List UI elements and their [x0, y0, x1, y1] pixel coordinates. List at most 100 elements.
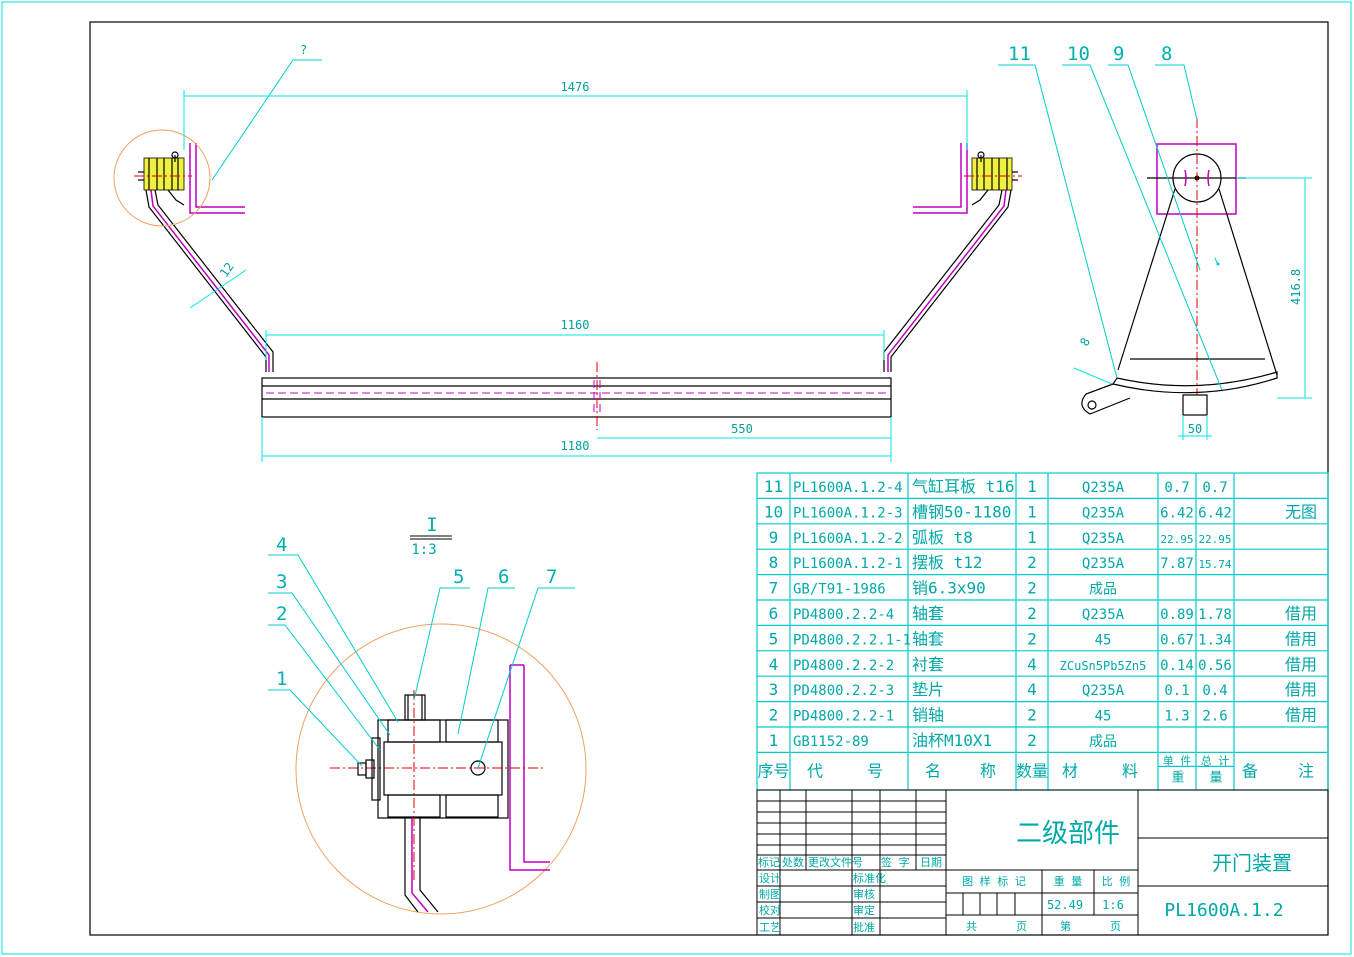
bom-row-name: 销轴	[912, 706, 944, 725]
bom-row-total-weight: 22.95	[1198, 533, 1231, 546]
bom-row-material: Q235A	[1082, 505, 1125, 521]
bom-row-no: 10	[764, 502, 783, 521]
bom-row-note: 无图	[1285, 502, 1317, 521]
callout-6-leader	[457, 587, 515, 735]
rev-label-date: 日期	[920, 856, 942, 869]
dim-bottom-width: 1180	[561, 439, 590, 453]
bom-row-unit-weight: 1.3	[1164, 709, 1189, 725]
bom-row-qty: 4	[1027, 655, 1037, 674]
dim-top-width: 1476	[561, 80, 590, 94]
dim-side-height: 416.8	[1289, 269, 1303, 305]
callout-9-leader	[1108, 64, 1201, 271]
callout-3-leader	[268, 592, 391, 736]
label-draw: 制图	[759, 888, 781, 901]
bom-row-no: 5	[769, 629, 779, 648]
bom-row-note: 借用	[1285, 629, 1317, 648]
bom-row-material: ZCuSn5Pb5Zn5	[1060, 659, 1147, 673]
left-pin-assembly	[134, 151, 192, 206]
detail-callout-6: 6	[498, 566, 509, 588]
bom-row-unit-weight: 6.42	[1160, 505, 1194, 521]
part-code: PL1600A.1.2	[1164, 900, 1283, 921]
side-callout-8: 8	[1161, 43, 1172, 65]
page-label-2: 页	[1110, 920, 1121, 933]
bom-row-code: PL1600A.1.2-2	[793, 531, 903, 547]
bom-row-material: Q235A	[1082, 607, 1125, 623]
callout-8-leader	[1155, 64, 1198, 121]
bom-row-note: 借用	[1285, 706, 1317, 725]
bom-row-total-weight: 0.4	[1202, 683, 1227, 699]
callout-1-leader	[268, 689, 363, 767]
bom-row-qty: 2	[1027, 731, 1037, 750]
bom-row-qty: 2	[1027, 579, 1037, 598]
bom-row-code: PD4800.2.2-3	[793, 683, 894, 699]
detail-circle-marker	[113, 129, 211, 227]
title-block: 标记 处数 更改文件号 签 字 日期 设计 制图 校对 工艺 标准化 审核 审定…	[756, 789, 1329, 936]
scale-label: 比 例	[1102, 874, 1131, 888]
side-view: 11 10 9 8 416.8 50 8	[998, 43, 1312, 440]
bom-row-code: GB/T91-1986	[793, 582, 886, 598]
bom-row-material: Q235A	[1082, 683, 1125, 699]
sheet-label: 第	[1060, 919, 1071, 933]
detail-callout-4: 4	[276, 534, 287, 556]
bom-row-code: GB1152-89	[793, 734, 869, 750]
bom-row-material: 45	[1095, 632, 1112, 648]
detail-scale: 1:3	[411, 542, 436, 558]
label-approve-2: 批准	[853, 920, 875, 934]
part-name: 开门装置	[1212, 851, 1292, 875]
detail-callout-5: 5	[453, 566, 464, 588]
bom-row-material: 成品	[1089, 582, 1117, 598]
bom-head-unit: 单 件	[1163, 754, 1192, 767]
side-callout-10: 10	[1067, 43, 1090, 65]
bom-row-name: 衬套	[912, 655, 944, 674]
front-dimensions: 1476 1160 1180 550 12	[183, 80, 968, 462]
callout-10-leader	[1062, 64, 1223, 391]
rev-label-sign: 签 字	[881, 855, 910, 869]
detail-label: I	[426, 514, 437, 536]
bom-head-name-b: 称	[980, 761, 996, 780]
bom-head-name-a: 名	[925, 761, 941, 780]
bom-row-no: 4	[769, 655, 779, 674]
label-approve-1: 审定	[853, 903, 875, 917]
unknown-callout: ?	[300, 43, 307, 57]
weight-label: 重 量	[1054, 874, 1083, 888]
bom-row-material: Q235A	[1082, 531, 1125, 547]
bom-row-no: 2	[769, 706, 779, 725]
bom-row-name: 油杯M10X1	[912, 731, 992, 750]
right-pin-assembly	[964, 151, 1022, 206]
bom-row-no: 11	[764, 477, 783, 496]
dim-side-thickness: 8	[1077, 335, 1093, 348]
bom-row-no: 6	[769, 604, 779, 623]
dim-side-bottom: 50	[1188, 422, 1202, 436]
bom-row-code: PD4800.2.2-1	[793, 709, 894, 725]
label-design: 设计	[759, 872, 781, 885]
bom-row-unit-weight: 0.7	[1164, 480, 1189, 496]
bom-row-qty: 4	[1027, 680, 1037, 699]
sample-mark-label: 图 样 标 记	[962, 874, 1026, 888]
inner-frame	[89, 21, 1329, 936]
bom-row-code: PL1600A.1.2-1	[793, 556, 903, 572]
bom-row-total-weight: 1.34	[1198, 632, 1232, 648]
bom-head-weight-a: 重	[1171, 769, 1184, 785]
bom-row-material: 成品	[1089, 734, 1117, 750]
bom-head-no: 序号	[757, 761, 789, 780]
bom-row-unit-weight: 0.1	[1164, 683, 1189, 699]
detail-callout-7: 7	[546, 566, 557, 588]
bom-row-name: 摆板 t12	[912, 553, 983, 572]
bom-row-qty: 2	[1027, 629, 1037, 648]
label-check: 校对	[759, 903, 781, 917]
bom-row-name: 垫片	[912, 680, 944, 699]
bom-row-note: 借用	[1285, 604, 1317, 623]
callout-5-leader	[413, 587, 470, 701]
bom-row-no: 9	[769, 528, 779, 547]
bom-row-note: 借用	[1285, 655, 1317, 674]
bom-row-name: 气缸耳板 t16	[912, 477, 1015, 496]
total-label: 共	[966, 920, 977, 933]
bom-row-qty: 2	[1027, 706, 1037, 725]
bom-head-total: 总 计	[1201, 753, 1230, 767]
bom-row-qty: 1	[1027, 528, 1037, 547]
side-callout-11: 11	[1008, 43, 1031, 65]
bom-row-code: PD4800.2.2-4	[793, 607, 894, 623]
bom-row-total-weight: 0.7	[1202, 480, 1227, 496]
